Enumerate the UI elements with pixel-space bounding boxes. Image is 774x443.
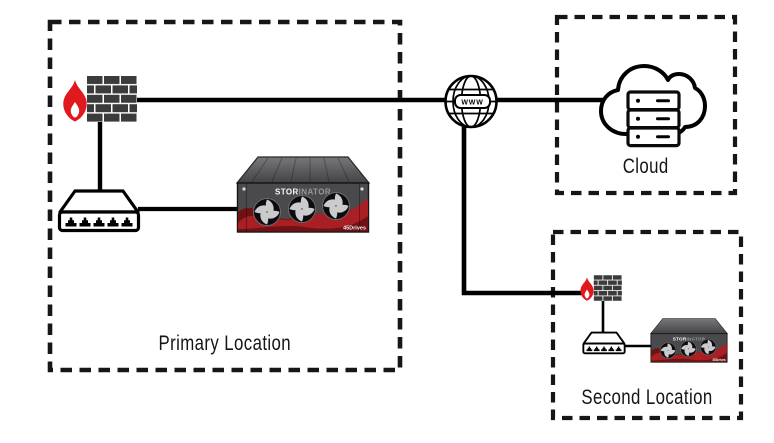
storinator-brand: STORINATOR xyxy=(275,188,331,197)
cloud-box xyxy=(554,14,738,196)
server-lid xyxy=(236,156,370,184)
primary-location-label: Primary Location xyxy=(158,332,292,355)
firewall-icon-small xyxy=(580,275,622,302)
primary-location-box xyxy=(47,19,403,373)
cloud-label: Cloud xyxy=(623,155,669,178)
www-label: WWW xyxy=(461,100,483,107)
storinator-brand: STORINATOR xyxy=(673,336,706,341)
flame-icon xyxy=(580,277,594,301)
drives-badge: 45Drives xyxy=(343,226,366,232)
drives-badge: 45Drives xyxy=(712,358,726,362)
fan-icons xyxy=(253,192,350,226)
storinator-server-icon-small: STORINATOR xyxy=(650,318,728,363)
flame-icon xyxy=(63,80,87,122)
switch-ports xyxy=(65,217,133,227)
link-internet-second-location xyxy=(461,127,588,296)
rack-units xyxy=(626,90,681,148)
second-location-box xyxy=(550,229,744,421)
fan-icons xyxy=(659,338,717,359)
screw xyxy=(242,187,246,191)
firewall-icon xyxy=(63,76,137,122)
brick-wall xyxy=(593,275,622,302)
storinator-server-icon: STORINATOR xyxy=(236,156,370,233)
second-location-label: Second Location xyxy=(580,386,713,409)
globe-www-icon: WWW xyxy=(444,74,498,129)
ethernet-switch-icon-small xyxy=(582,331,626,355)
cloud-server-rack-icon xyxy=(599,64,707,148)
brick-wall xyxy=(87,76,137,122)
ethernet-switch-icon xyxy=(57,189,141,233)
screw xyxy=(360,187,364,191)
switch-ports xyxy=(586,346,622,352)
